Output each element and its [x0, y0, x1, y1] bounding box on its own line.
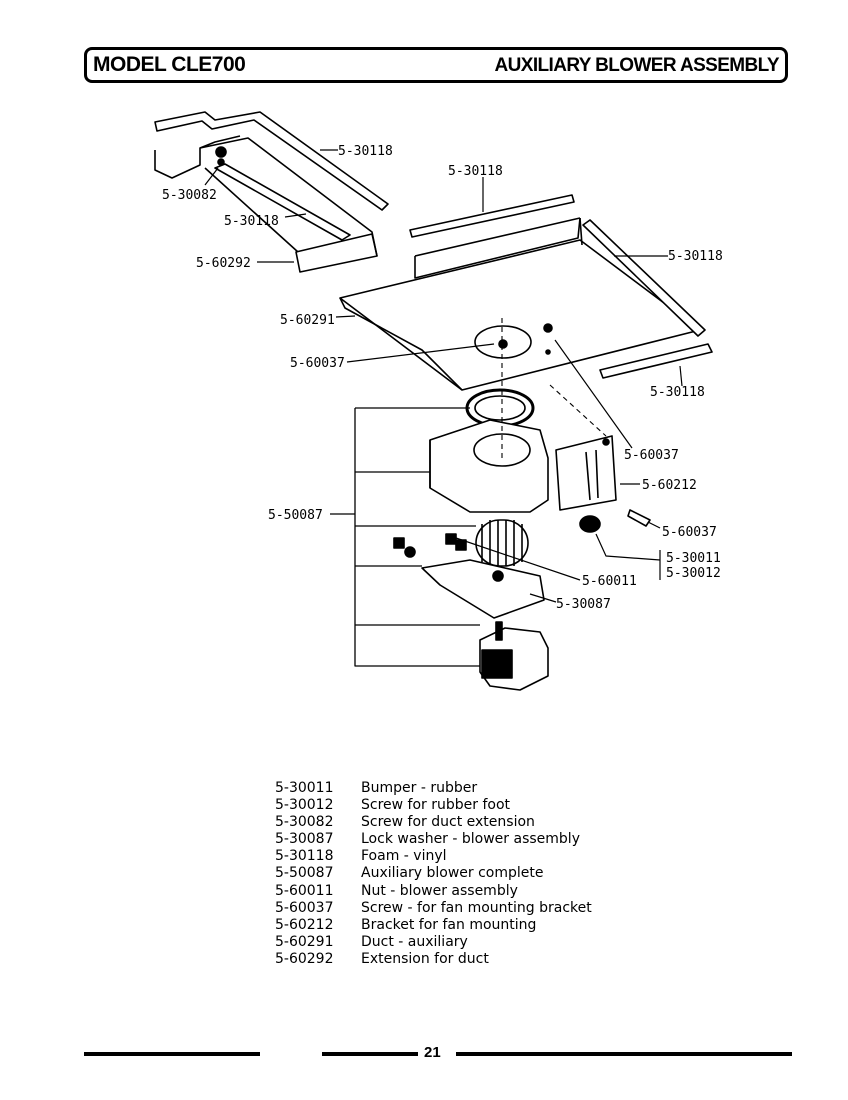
- list-item: 5-30118 Foam - vinyl: [275, 848, 592, 865]
- part-description: Auxiliary blower complete: [361, 865, 544, 882]
- part-number: 5-60291: [275, 933, 334, 950]
- callout-label: 5-60037: [290, 356, 345, 371]
- nut-icon: [393, 537, 405, 549]
- list-item: 5-60212 Bracket for fan mounting: [275, 917, 592, 934]
- footer-rule-right: [456, 1052, 792, 1056]
- callout-label: 5-60292: [196, 256, 251, 271]
- list-item: 5-50087 Auxiliary blower complete: [275, 865, 592, 882]
- foam-strip-bottom-right: [599, 343, 713, 379]
- part-description: Screw - for fan mounting bracket: [361, 899, 592, 916]
- callout-label: 5-30118: [338, 144, 393, 159]
- screw-icon: [215, 146, 227, 158]
- part-description: Duct - auxiliary: [361, 933, 468, 950]
- section-title: AUXILIARY BLOWER ASSEMBLY: [494, 55, 780, 76]
- list-item: 5-60292 Extension for duct: [275, 951, 592, 968]
- blower-housing: [429, 419, 549, 513]
- rubber-bumper: [579, 515, 601, 533]
- part-number: 5-30118: [275, 848, 334, 865]
- callout-label: 5-30118: [224, 214, 279, 229]
- duct-extension: [154, 137, 378, 273]
- part-description: Extension for duct: [361, 950, 489, 967]
- part-description: Bracket for fan mounting: [361, 916, 537, 933]
- foam-strip-top-middle: [409, 194, 575, 238]
- part-description: Bumper - rubber: [361, 780, 478, 796]
- page-number: 21: [424, 1044, 441, 1061]
- part-number: 5-60011: [275, 882, 334, 899]
- fan-mounting-bracket: [555, 435, 617, 511]
- part-number: 5-30082: [275, 814, 334, 831]
- list-item: 5-60011 Nut - blower assembly: [275, 883, 592, 900]
- list-item: 5-30012 Screw for rubber foot: [275, 797, 592, 814]
- callout-label: 5-60037: [624, 448, 679, 463]
- callout-label: 5-50087: [268, 508, 323, 523]
- model-title: MODEL CLE700: [93, 53, 246, 76]
- fan-wheel: [475, 519, 529, 567]
- footer-rule-left: [84, 1052, 260, 1056]
- callout-label: 5-60291: [280, 313, 335, 328]
- list-item: 5-60291 Duct - auxiliary: [275, 934, 592, 951]
- part-number: 5-30012: [275, 797, 334, 814]
- part-number: 5-30011: [275, 780, 334, 796]
- part-number: 5-30087: [275, 831, 334, 848]
- foam-strip-top-left: [154, 111, 389, 211]
- list-item: 5-30082 Screw for duct extension: [275, 814, 592, 831]
- part-description: Screw for duct extension: [361, 814, 535, 831]
- callout-label: 5-30118: [650, 385, 705, 400]
- callout-label: 5-30012: [666, 566, 721, 581]
- footer-rule-center: [322, 1052, 418, 1056]
- title-bar: MODEL CLE700 AUXILIARY BLOWER ASSEMBLY: [84, 47, 788, 83]
- part-number: 5-60292: [275, 950, 334, 967]
- part-number: 5-60037: [275, 899, 334, 916]
- foam-strip-right: [582, 219, 706, 337]
- part-description: Foam - vinyl: [361, 848, 447, 865]
- part-description: Lock washer - blower assembly: [361, 831, 580, 848]
- callout-label: 5-30118: [448, 164, 503, 179]
- callout-label: 5-30087: [556, 597, 611, 612]
- callout-label: 5-60212: [642, 478, 697, 493]
- list-item: 5-30011 Bumper - rubber: [275, 780, 592, 797]
- part-number: 5-50087: [275, 865, 334, 882]
- part-description: Nut - blower assembly: [361, 882, 518, 899]
- part-description: Screw for rubber foot: [361, 797, 511, 814]
- motor-bracket: [421, 559, 545, 619]
- callout-label: 5-60011: [582, 574, 637, 589]
- callout-label: 5-30011: [666, 551, 721, 566]
- part-number: 5-60212: [275, 916, 334, 933]
- list-item: 5-30087 Lock washer - blower assembly: [275, 831, 592, 848]
- callout-label: 5-60037: [662, 525, 717, 540]
- callout-label: 5-30082: [162, 188, 217, 203]
- exploded-diagram: 5-30118 5-30082 5-30118 5-60292 5-30118 …: [154, 111, 723, 691]
- callout-label: 5-30118: [668, 249, 723, 264]
- list-item: 5-60037 Screw - for fan mounting bracket: [275, 900, 592, 917]
